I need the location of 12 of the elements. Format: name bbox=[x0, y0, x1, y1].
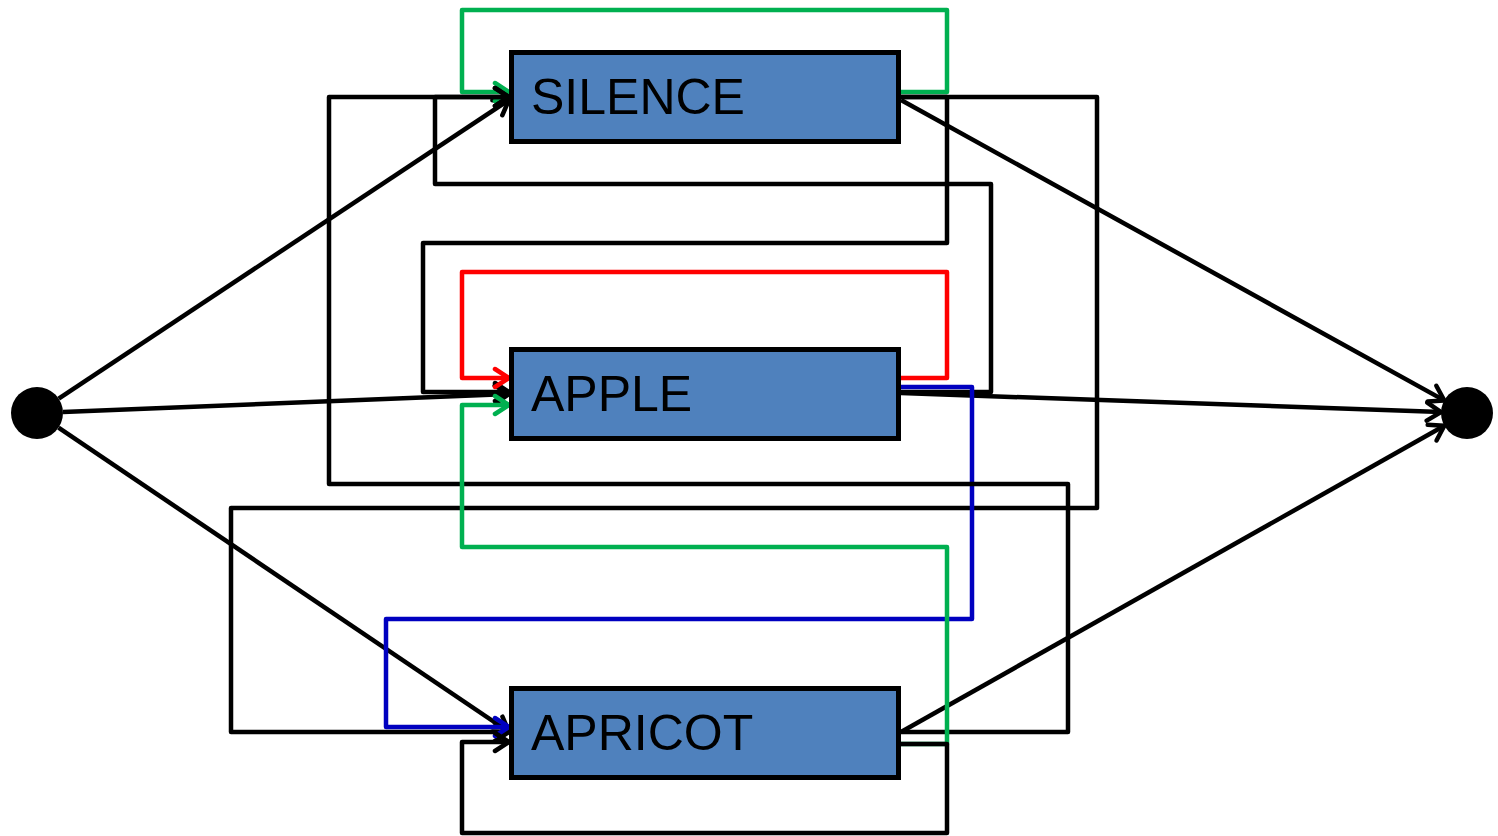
arrow bbox=[459, 269, 950, 390]
state-label: APRICOT bbox=[531, 708, 754, 758]
state-label: APPLE bbox=[531, 369, 693, 419]
arrow bbox=[899, 98, 1447, 404]
arrow bbox=[459, 730, 950, 836]
state-box bbox=[509, 50, 901, 144]
state-label: SILENCE bbox=[531, 72, 745, 122]
state-box bbox=[509, 347, 901, 441]
arrow bbox=[383, 384, 975, 739]
state-box bbox=[509, 686, 901, 780]
arrow bbox=[459, 7, 950, 104]
arrow bbox=[326, 85, 1071, 735]
